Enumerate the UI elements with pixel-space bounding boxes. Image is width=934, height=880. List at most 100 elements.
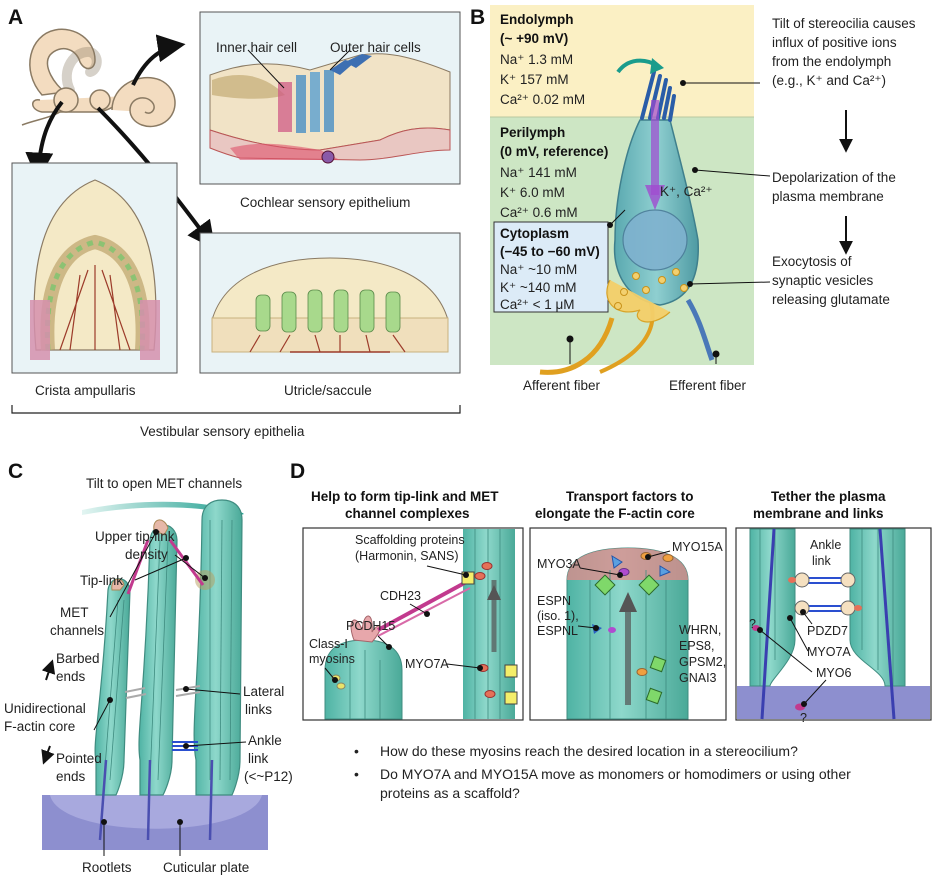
cytoplasm-ca: Ca²⁺ < 1 μM: [500, 297, 575, 312]
d-ankle-line1: Ankle: [810, 538, 841, 552]
step2-line1: Depolarization of the: [772, 170, 896, 185]
utricle-caption: Utricle/saccule: [284, 383, 372, 398]
classi-line2: myosins: [309, 652, 355, 666]
d3-box: ? ? Ankle link PDZD7 MYO7A MYO6: [735, 527, 932, 725]
lateral-line2: links: [245, 702, 272, 717]
pointed-line1: Pointed: [56, 751, 102, 766]
c-callouts: Upper tip-link density Tip-link MET chan…: [4, 529, 293, 875]
perilymph-potential: (0 mV, reference): [500, 144, 608, 159]
step3-line2: synaptic vesicles: [772, 273, 874, 288]
d-heading3-line2: membrane and links: [753, 506, 884, 521]
utricle-saccule-panel: [199, 232, 461, 374]
core-line1: Unidirectional: [4, 701, 86, 716]
panel-label-c: C: [8, 460, 23, 483]
question-2-text: Do MYO7A and MYO15A move as monomers or …: [380, 766, 851, 782]
d-heading2-line2: elongate the F-actin core: [535, 506, 695, 521]
step1-line4: (e.g., K⁺ and Ca²⁺): [772, 73, 886, 88]
myo6-label: MYO6: [816, 666, 851, 680]
whrn-line1: WHRN,: [679, 623, 721, 637]
d-ankle-line2: link: [812, 554, 832, 568]
question-mark-2: ?: [800, 711, 807, 725]
perilymph-ca: Ca²⁺ 0.6 mM: [500, 205, 578, 220]
endolymph-ca: Ca²⁺ 0.02 mM: [500, 92, 585, 107]
cytoplasm-title: Cytoplasm: [500, 226, 569, 241]
arrow-to-cochlea: [131, 34, 186, 86]
core-line2: F-actin core: [4, 719, 75, 734]
d-heading2-line1: Transport factors to: [566, 489, 694, 504]
cytoplasm-k: K⁺ ~140 mM: [500, 280, 577, 295]
whrn-line2: EPS8,: [679, 639, 714, 653]
outer-hair-cells-label: Outer hair cells: [330, 40, 421, 55]
question-item-1: •How do these myosins reach the desired …: [354, 743, 798, 759]
perilymph-title: Perilymph: [500, 125, 565, 140]
lateral-line1: Lateral: [243, 684, 284, 699]
step2-line2: plasma membrane: [772, 189, 884, 204]
tip-link-c1: [126, 539, 150, 595]
perilymph-text: Perilymph (0 mV, reference) Na⁺ 141 mM K…: [500, 125, 608, 220]
c-ankle-line1: Ankle: [248, 733, 282, 748]
crista-ampullaris-panel: [11, 162, 178, 374]
met-line2: channels: [50, 623, 104, 638]
tip-link-c2: [168, 539, 205, 586]
vestibular-bracket: [11, 405, 461, 414]
whrn-line3: GPSM2,: [679, 655, 726, 669]
cytoplasm-text: Cytoplasm (−45 to −60 mV) Na⁺ ~10 mM K⁺ …: [500, 226, 600, 312]
pointed-line2: ends: [56, 769, 86, 784]
d-heading3-line1: Tether the plasma: [771, 489, 886, 504]
c-ankle-line2: link: [248, 751, 269, 766]
ions-label: K⁺, Ca²⁺: [660, 184, 713, 199]
stereocilium-middle: [138, 519, 178, 841]
scaffold-line2: (Harmonin, SANS): [355, 549, 459, 563]
cdh23-label: CDH23: [380, 589, 421, 603]
myo3a-label: MYO3A: [537, 557, 581, 571]
espn-line2: (iso. 1),: [537, 609, 579, 623]
barbed-line1: Barbed: [56, 651, 100, 666]
afferent-label: Afferent fiber: [523, 378, 601, 393]
panel-label-a: A: [8, 6, 23, 29]
upper-tip-line1: Upper tip-link: [95, 529, 175, 544]
d2-box: MYO3A MYO15A ESPN (iso. 1), ESPNL WHRN, …: [529, 527, 727, 721]
upper-tip-line2: density: [125, 547, 168, 562]
endolymph-k: K⁺ 157 mM: [500, 72, 569, 87]
vestibular-caption: Vestibular sensory epithelia: [140, 424, 305, 439]
myo7a-label: MYO7A: [405, 657, 449, 671]
stereocilium-short: [94, 578, 131, 841]
endolymph-potential: (~ +90 mV): [500, 31, 568, 46]
endolymph-na: Na⁺ 1.3 mM: [500, 52, 573, 67]
endolymph-region: [490, 5, 754, 117]
efferent-label: Efferent fiber: [669, 378, 747, 393]
met-line1: MET: [60, 605, 89, 620]
rootlets-label: Rootlets: [82, 860, 132, 875]
step1-line3: from the endolymph: [772, 54, 891, 69]
question-list: •How do these myosins reach the desired …: [354, 742, 924, 803]
inner-hair-cell-label: Inner hair cell: [216, 40, 297, 55]
espn-line3: ESPNL: [537, 624, 578, 638]
crista-caption: Crista ampullaris: [35, 383, 136, 398]
tilt-label: Tilt to open MET channels: [86, 476, 242, 491]
step1-line2: influx of positive ions: [772, 35, 897, 50]
scaffold-line1: Scaffolding proteins: [355, 533, 465, 547]
c-ankle-line3: (<~P12): [244, 769, 293, 784]
whrn-line4: GNAI3: [679, 671, 717, 685]
stereocilium-tall: [193, 499, 243, 841]
pcdh15-label: PCDH15: [346, 619, 395, 633]
perilymph-k: K⁺ 6.0 mM: [500, 185, 565, 200]
myo7a-label-d3: MYO7A: [807, 645, 851, 659]
barbed-line2: ends: [56, 669, 86, 684]
cytoplasm-na: Na⁺ ~10 mM: [500, 262, 577, 277]
hair-cell-b: K⁺, Ca²⁺: [539, 58, 715, 375]
d-heading1-line2: channel complexes: [345, 506, 470, 521]
question-1-text: How do these myosins reach the desired l…: [380, 743, 798, 759]
step3-line3: releasing glutamate: [772, 292, 890, 307]
question-item-2-cont: proteins as a scaffold?: [354, 784, 924, 803]
question-mark-1: ?: [749, 617, 756, 631]
cochlear-epithelium-panel: Inner hair cell Outer hair cells Cochlea…: [199, 11, 461, 210]
question-item-2: •Do MYO7A and MYO15A move as monomers or…: [354, 766, 851, 782]
d1-box: Scaffolding proteins (Harmonin, SANS) CD…: [302, 527, 524, 721]
cochlear-caption: Cochlear sensory epithelium: [240, 195, 410, 210]
pdzd7-label: PDZD7: [807, 624, 848, 638]
step1-line1: Tilt of stereocilia causes: [772, 16, 916, 31]
cytoplasm-potential: (−45 to −60 mV): [500, 244, 600, 259]
